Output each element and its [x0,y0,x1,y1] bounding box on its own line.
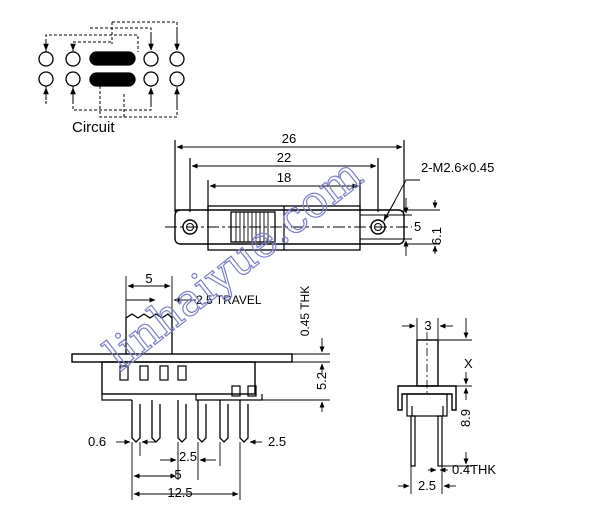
hole-note: 2-M2.6×0.45 [421,160,494,175]
dim-side-pitch: 2.5 [418,478,436,493]
dim-pin-width: 0.6 [88,434,106,449]
dim-width: 6.1 [429,227,444,245]
dim-hole-pitch: 22 [277,150,291,165]
dim-inner: 5 [414,219,421,234]
terminal [65,51,81,67]
contact-slug [89,72,136,87]
dim-span: 12.5 [167,485,192,500]
front-view [71,276,330,500]
circuit-diagram [38,21,185,118]
circuit-label: Circuit [72,119,115,136]
dim-knob-height: X [464,356,473,371]
dim-side-height: 8.9 [458,409,473,427]
terminal [169,71,185,87]
terminal [143,51,159,67]
side-view [397,318,472,494]
watermark: linhaiyue.com [95,149,372,381]
dim-pitch-top: 5 [145,271,152,286]
dim-pin-pitch-b: 5 [174,467,181,482]
dim-travel: 2.5 TRAVEL [196,293,262,307]
dim-pin-thk: 0.4THK [452,462,496,477]
dim-pin-pitch-c: 2.5 [268,434,286,449]
contact-slug [89,51,136,66]
dim-height: 5.2 [314,372,329,390]
dim-pin-pitch-a: 2.5 [179,449,197,464]
terminal [38,71,54,87]
dim-knob: 3 [424,318,431,333]
terminal [65,71,81,87]
terminal [143,71,159,87]
terminal [38,51,54,67]
terminal [169,51,185,67]
top-view [165,140,440,256]
dim-overall: 26 [282,131,296,146]
dim-slot: 18 [277,170,291,185]
dim-thickness: 0.45 THK [298,286,312,336]
